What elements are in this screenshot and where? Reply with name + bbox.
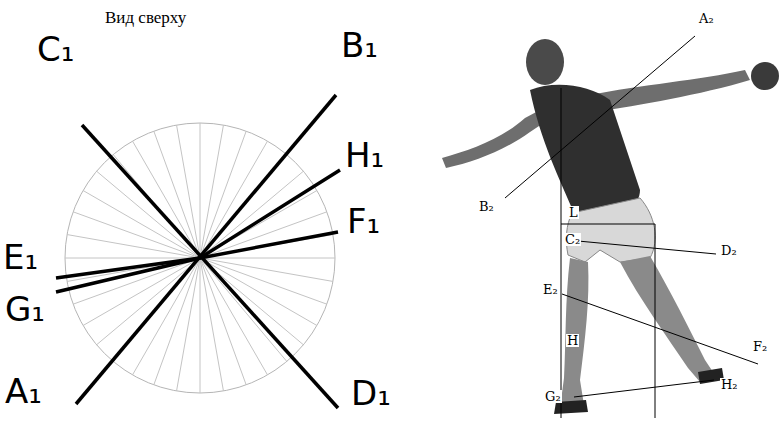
spoke-line xyxy=(200,258,317,326)
spoke-line xyxy=(83,191,200,259)
spoke-line xyxy=(200,123,201,258)
spoke-line xyxy=(200,258,335,259)
spoke-line xyxy=(200,258,201,393)
point-label: L xyxy=(568,206,579,219)
axis-label: E₁ xyxy=(2,240,39,274)
point-label: B₂ xyxy=(478,200,495,213)
spoke-line xyxy=(133,258,201,375)
axis-lines xyxy=(56,95,340,408)
point-label: G₂ xyxy=(544,390,562,403)
axis-label: A₁ xyxy=(4,374,43,408)
point-label: F₂ xyxy=(752,340,768,353)
spoke-line xyxy=(200,141,268,258)
axis-label: B₁ xyxy=(340,28,379,62)
spoke-line xyxy=(154,131,200,258)
point-label: H xyxy=(566,334,579,347)
axis-label: F₁ xyxy=(346,204,381,238)
point-label: A₂ xyxy=(698,12,715,25)
point-label: C₂ xyxy=(564,233,581,246)
axis-label: G₁ xyxy=(4,292,46,326)
spoke-line xyxy=(65,258,200,259)
discus-thrower-figure xyxy=(442,39,779,414)
point-label: H₂ xyxy=(720,378,739,391)
spoke-line xyxy=(200,258,246,385)
axis-label: C₁ xyxy=(36,32,75,66)
spoke-line xyxy=(200,258,287,361)
axis-label: D₁ xyxy=(350,376,392,410)
spoke-line xyxy=(200,171,303,258)
construction-lines xyxy=(505,36,758,418)
spoke-line xyxy=(177,125,200,258)
point-label: D₂ xyxy=(720,244,738,257)
axis-label: H₁ xyxy=(344,138,385,172)
point-label: E₂ xyxy=(542,283,559,296)
view-title: Вид сверху xyxy=(105,8,186,28)
